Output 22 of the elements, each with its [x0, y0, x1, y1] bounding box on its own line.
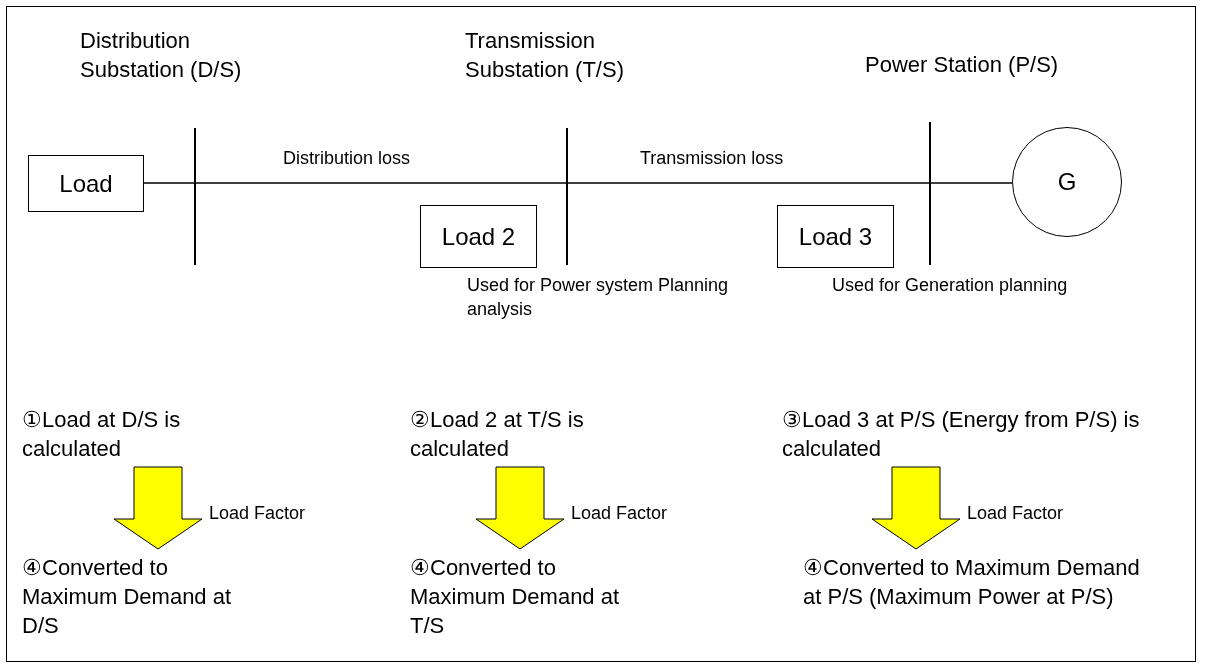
- line: [195, 182, 567, 184]
- step-text: ②Load 2 at T/S is calculated: [410, 405, 650, 463]
- load-box: Load 3: [777, 205, 894, 268]
- line: [143, 182, 195, 184]
- step-text: ④Converted to Maximum Demand at D/S: [22, 553, 262, 640]
- substation-label: Transmission Substation (T/S): [465, 27, 625, 84]
- step-text: ④Converted to Maximum Demand at P/S (Maximum Power at P/S): [803, 553, 1143, 611]
- block-arrow: [475, 466, 565, 550]
- block-arrow: [871, 466, 961, 550]
- block-arrow: [113, 466, 203, 550]
- substation-label: Power Station (P/S): [865, 51, 1060, 79]
- line: [930, 182, 1013, 184]
- note-text: Used for Generation planning: [832, 274, 1069, 297]
- step-text: ①Load at D/S is calculated: [22, 405, 262, 463]
- line: [567, 182, 930, 184]
- load-box: Load 2: [420, 205, 537, 268]
- substation-label: Distribution Substation (D/S): [80, 27, 243, 84]
- note-text: Used for Power system Planning analysis: [467, 274, 730, 321]
- load-box: Load: [28, 155, 144, 212]
- step-text: ③Load 3 at P/S (Energy from P/S) is calculated: [782, 405, 1172, 463]
- generator-circle: G: [1012, 127, 1122, 237]
- step-text: ④Converted to Maximum Demand at T/S: [410, 553, 650, 640]
